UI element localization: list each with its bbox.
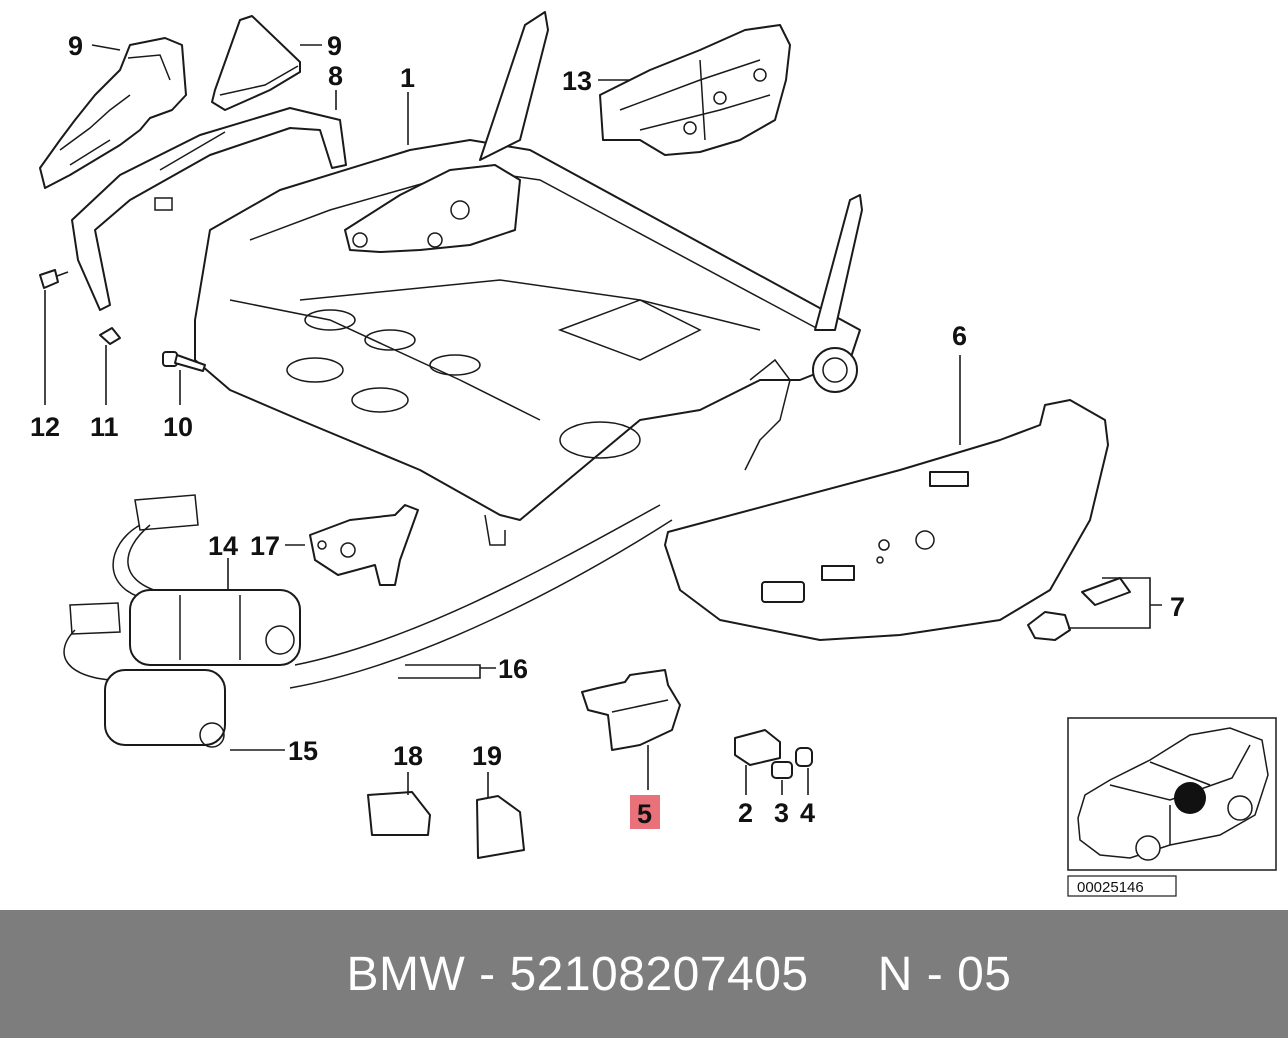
callout-9-top: 9 xyxy=(327,31,342,61)
part-14-motor xyxy=(112,494,301,666)
callout-6: 6 xyxy=(952,321,967,351)
callout-8: 8 xyxy=(328,61,343,91)
reference-number: 00025146 xyxy=(1077,879,1144,896)
part-13-mechanism xyxy=(599,24,791,156)
part-10-bolt xyxy=(162,351,206,372)
callout-14: 14 xyxy=(208,531,238,561)
reference-car-inset xyxy=(1067,717,1277,871)
reference-number-box: 00025146 xyxy=(1067,875,1177,897)
part-16-cable xyxy=(289,504,673,689)
callout-16: 16 xyxy=(498,654,528,684)
part-3-cap xyxy=(771,761,793,779)
callout-9-left: 9 xyxy=(68,31,83,61)
part-15-motor xyxy=(63,602,226,748)
part-19-clip xyxy=(476,795,525,859)
callout-11: 11 xyxy=(90,412,119,442)
part-2-switch xyxy=(734,729,781,766)
callout-13: 13 xyxy=(562,66,592,96)
part-18-clip xyxy=(367,791,431,836)
part-17-bracket xyxy=(309,504,419,586)
leader-lines xyxy=(44,44,1162,797)
callout-5: 5 xyxy=(637,799,652,829)
callout-3: 3 xyxy=(774,798,789,828)
part-5-bracket xyxy=(581,669,681,751)
part-1-seat-frame xyxy=(194,11,863,546)
callout-12: 12 xyxy=(30,412,60,442)
part-9-left-cover xyxy=(39,37,187,189)
part-7-knobs xyxy=(1027,577,1131,641)
part-12-screw xyxy=(39,269,69,289)
footer-part-number: BMW - 52108207405 N - 05 xyxy=(346,947,1012,1001)
callout-15: 15 xyxy=(288,736,318,766)
callout-19: 19 xyxy=(472,741,502,771)
callout-10: 10 xyxy=(163,412,193,442)
part-6-side-trim xyxy=(664,399,1109,641)
parts-diagram: 1 2 3 4 5 6 7 8 9 9 10 11 12 13 14 15 16… xyxy=(30,11,1277,897)
part-9-top-cover xyxy=(211,15,301,111)
location-marker-icon xyxy=(1174,782,1206,814)
callout-7: 7 xyxy=(1170,592,1185,622)
callout-18: 18 xyxy=(393,741,423,771)
part-8-trim xyxy=(71,107,347,311)
part-11-clip xyxy=(99,327,121,345)
highlight-box-5 xyxy=(630,795,660,829)
callout-2: 2 xyxy=(738,798,753,828)
footer-bar: BMW - 52108207405 N - 05 xyxy=(0,910,1288,1038)
part-4-cap xyxy=(795,747,813,767)
callout-4: 4 xyxy=(800,798,815,828)
callout-17: 17 xyxy=(250,531,280,561)
callout-1: 1 xyxy=(400,63,415,93)
